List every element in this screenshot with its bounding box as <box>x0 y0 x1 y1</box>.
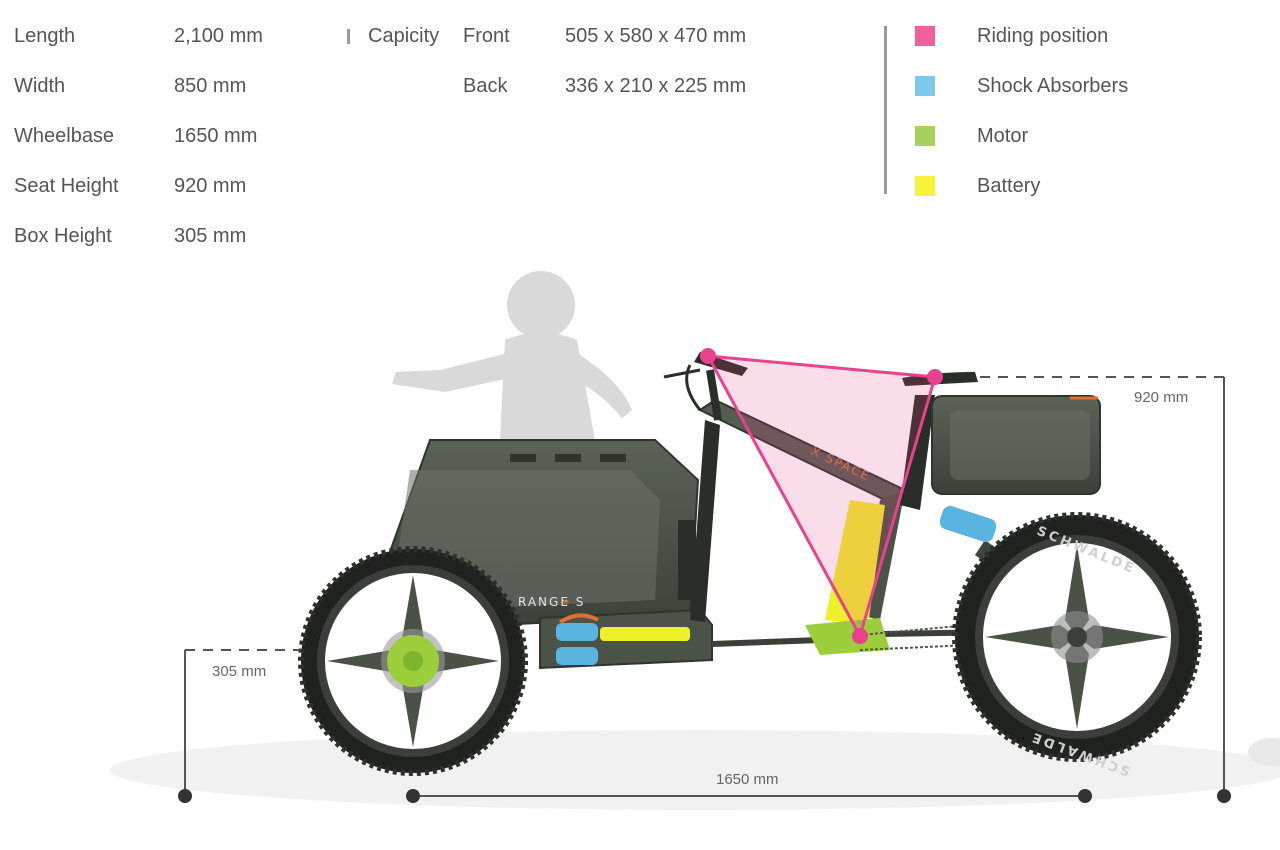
front-shock-lower <box>556 647 598 665</box>
legend-label-motor: Motor <box>977 125 1029 147</box>
wheelbase-start <box>406 789 420 803</box>
capacity-heading: Capicity <box>368 25 440 47</box>
rear-shock-absorber <box>939 506 997 542</box>
capacity-divider <box>347 29 350 44</box>
capacity-front-label: Front <box>463 25 510 47</box>
capacity-back-label: Back <box>463 75 508 97</box>
spec-label-length: Length <box>14 25 76 47</box>
spec-value-width: 850 mm <box>174 75 247 97</box>
legend-divider <box>884 26 887 194</box>
seat-point <box>927 369 943 385</box>
wheelbase-end <box>1078 789 1092 803</box>
spec-value-wheelbase: 1650 mm <box>174 125 258 147</box>
lower-frame <box>539 608 1001 670</box>
spec-value-box-height: 305 mm <box>174 225 247 247</box>
spec-value-seat-height: 920 mm <box>174 175 247 197</box>
rear-wheel <box>952 512 1202 762</box>
floor-edge-shadow <box>1248 738 1280 766</box>
spec-value-length: 2,100 mm <box>174 25 263 47</box>
range-badge: RANGE S <box>518 595 585 609</box>
legend-label-battery: Battery <box>977 175 1041 197</box>
spec-label-wheelbase: Wheelbase <box>14 125 115 147</box>
legend-swatch-battery <box>915 176 935 196</box>
wheelbase-dimension <box>406 789 1092 803</box>
range-chevron-icon: » <box>562 595 570 610</box>
seat-height-dimension <box>980 376 1231 803</box>
riding-position-lines <box>700 348 943 644</box>
seat-height-endpoint <box>1217 789 1231 803</box>
wheelbase-label: 1650 mm <box>716 771 779 788</box>
capacity-front-value: 505 x 580 x 470 mm <box>565 25 747 47</box>
child-silhouette <box>392 271 632 440</box>
legend-swatch-shock-absorbers <box>915 76 935 96</box>
main-battery <box>825 500 885 625</box>
front-shock-upper <box>556 623 598 641</box>
front-wheel <box>298 546 528 776</box>
legend-swatch-riding-position <box>915 26 935 46</box>
capacity-back-value: 336 x 210 x 225 mm <box>565 75 747 97</box>
box-height-endpoint <box>178 789 192 803</box>
spec-label-seat-height: Seat Height <box>14 175 119 197</box>
pedal-point <box>852 628 868 644</box>
mid-drive-motor <box>805 618 890 655</box>
legend-label-riding-position: Riding position <box>977 25 1109 47</box>
spec-label-box-height: Box Height <box>14 225 112 247</box>
box-height-dimension <box>178 649 300 803</box>
legend-swatch-motor <box>915 126 935 146</box>
seat-height-label: 920 mm <box>1134 389 1188 406</box>
handlebar-point <box>700 348 716 364</box>
front-battery-strip <box>600 627 690 641</box>
box-height-label: 305 mm <box>212 663 266 680</box>
spec-label-width: Width <box>14 75 66 97</box>
legend-label-shock-absorbers: Shock Absorbers <box>977 75 1129 97</box>
